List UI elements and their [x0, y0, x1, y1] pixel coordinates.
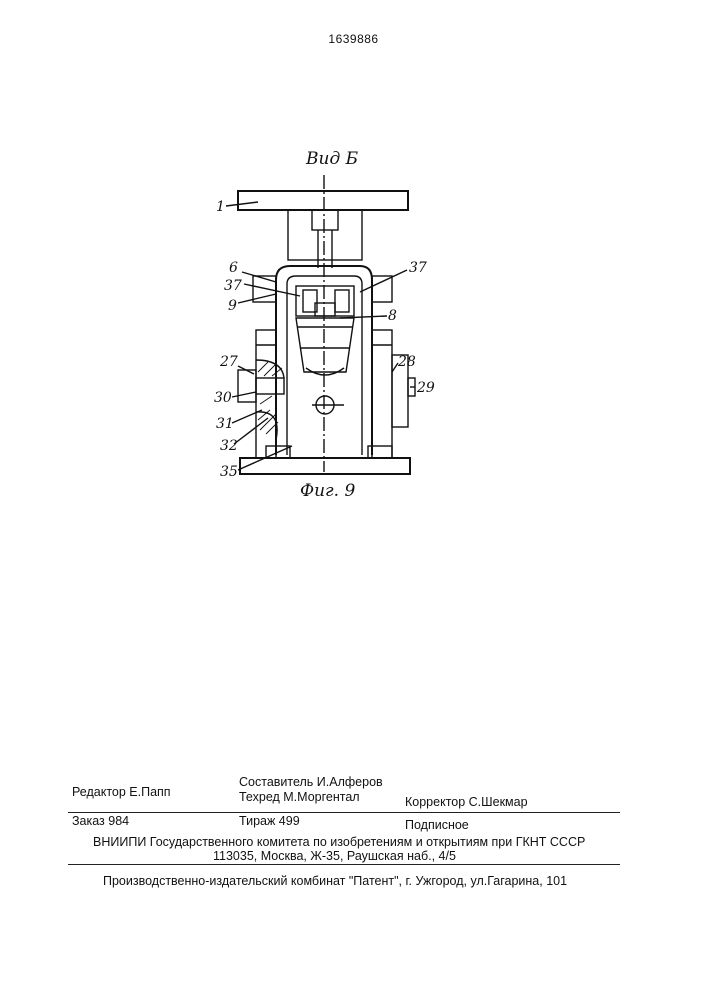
jaw-body [296, 318, 354, 372]
finger-right [335, 290, 349, 312]
label-9: 9 [228, 298, 237, 314]
editor: Редактор Е.Папп [72, 785, 171, 799]
subscription: Подписное [405, 818, 469, 832]
label-29: 29 [416, 380, 435, 396]
figure-caption: Фиг. 9 [300, 481, 355, 501]
techred: Техред М.Моргентал [239, 790, 360, 804]
center-plug [315, 303, 335, 316]
top-stem [288, 210, 362, 260]
view-label: Вид Б [305, 149, 359, 169]
label-31: 31 [216, 416, 234, 432]
label-8: 8 [388, 308, 397, 324]
order-number: Заказ 984 [72, 814, 129, 828]
label-35: 35 [220, 464, 238, 480]
top-plate [238, 191, 408, 210]
corrector: Корректор С.Шекмар [405, 795, 528, 809]
leader-lines [226, 202, 415, 470]
stem-inner [312, 210, 338, 230]
right-column [372, 330, 392, 458]
label-32: 32 [220, 438, 238, 454]
address-line: 113035, Москва, Ж-35, Раушская наб., 4/5 [213, 849, 456, 863]
organization-line: ВНИИПИ Государственного комитета по изоб… [93, 835, 585, 849]
left-screw-shaft [256, 378, 284, 394]
base-plate [240, 458, 410, 474]
label-37-left: 37 [224, 278, 242, 294]
left-hatched-part [256, 360, 284, 440]
label-37-right: 37 [409, 260, 427, 276]
circulation: Тираж 499 [239, 814, 300, 828]
label-1: 1 [216, 199, 225, 215]
label-30: 30 [214, 390, 232, 406]
right-bracket [372, 276, 392, 302]
technical-drawing-fig9: Вид Б Фиг. 9 [0, 0, 707, 520]
label-27: 27 [219, 354, 238, 370]
rule-bottom [68, 864, 620, 865]
publisher-line: Производственно-издательский комбинат "П… [103, 874, 567, 888]
left-screw-head [238, 370, 256, 402]
rule-top [68, 812, 620, 813]
label-6: 6 [229, 260, 238, 276]
compiler: Составитель И.Алферов [239, 775, 383, 789]
label-28: 28 [397, 354, 416, 370]
